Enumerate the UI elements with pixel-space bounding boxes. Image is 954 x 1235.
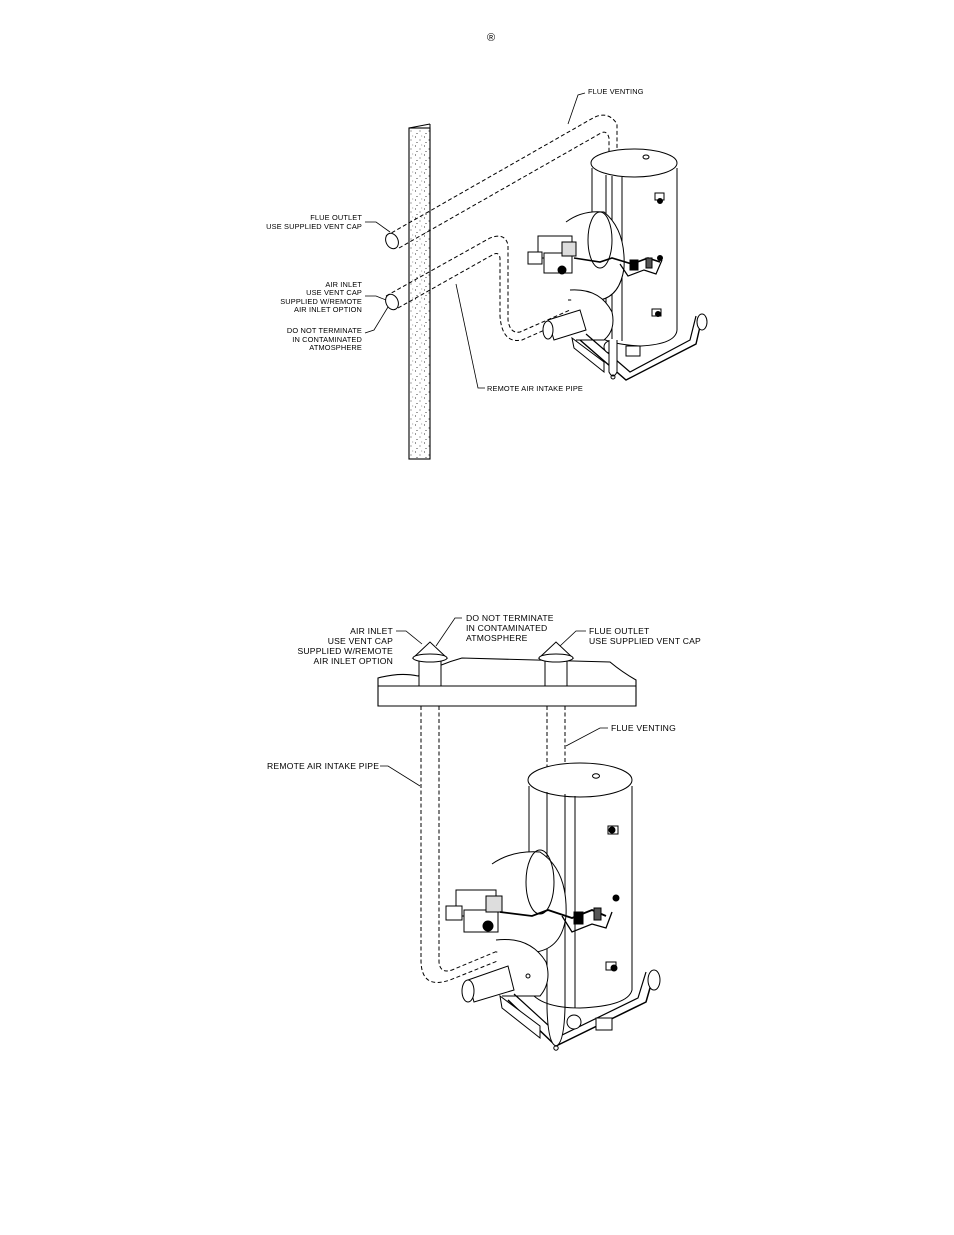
water-heater-unit (527, 148, 708, 381)
labels-top: FLUE VENTING FLUE OUTLET USE SUPPLIED VE… (266, 87, 644, 393)
remote-air-intake-pipe-vertical (420, 706, 501, 983)
flue-outlet-terminal (537, 641, 575, 687)
label-b-remote-air-intake: REMOTE AIR INTAKE PIPE (267, 761, 379, 771)
label-b-air-inlet-1: AIR INLET (350, 626, 393, 636)
label-air-inlet-4: AIR INLET OPTION (294, 305, 362, 314)
registered-mark: ® (487, 32, 495, 44)
label-air-inlet-2: USE VENT CAP (306, 288, 362, 297)
leader-lines-top (364, 92, 586, 389)
label-b-do-not-terminate-2: IN CONTAMINATED (466, 623, 547, 633)
flue-venting-pipe (385, 114, 618, 360)
label-b-do-not-terminate-3: ATMOSPHERE (466, 633, 528, 643)
label-b-air-inlet-4: AIR INLET OPTION (314, 656, 393, 666)
label-flue-venting: FLUE VENTING (588, 87, 644, 96)
label-b-air-inlet-2: USE VENT CAP (328, 636, 393, 646)
air-inlet-terminal (411, 641, 449, 687)
remote-air-intake-pipe (385, 235, 573, 341)
water-heater-unit-bottom (445, 762, 661, 1051)
sidewall-venting-figure (364, 92, 708, 460)
label-flue-outlet-2: USE SUPPLIED VENT CAP (266, 222, 362, 231)
label-do-not-terminate-1: DO NOT TERMINATE (287, 326, 362, 335)
air-inlet-cap (385, 293, 399, 311)
label-do-not-terminate-2: IN CONTAMINATED (292, 335, 362, 344)
label-b-flue-venting: FLUE VENTING (611, 723, 676, 733)
label-air-inlet-3: SUPPLIED W/REMOTE (280, 297, 362, 306)
labels-bottom: AIR INLET USE VENT CAP SUPPLIED W/REMOTE… (267, 613, 701, 771)
label-b-air-inlet-3: SUPPLIED W/REMOTE (297, 646, 393, 656)
label-flue-outlet-1: FLUE OUTLET (310, 213, 362, 222)
roof-slab (377, 657, 637, 707)
vertical-venting-figure (377, 617, 661, 1051)
label-b-flue-outlet-1: FLUE OUTLET (589, 626, 650, 636)
label-remote-air-intake: REMOTE AIR INTAKE PIPE (487, 384, 583, 393)
leader-lines-bottom (380, 617, 608, 787)
label-b-do-not-terminate-1: DO NOT TERMINATE (466, 613, 554, 623)
exterior-wall (408, 123, 431, 460)
flue-outlet-cap (385, 232, 399, 250)
label-do-not-terminate-3: ATMOSPHERE (309, 343, 362, 352)
label-air-inlet-1: AIR INLET (325, 280, 362, 289)
label-b-flue-outlet-2: USE SUPPLIED VENT CAP (589, 636, 701, 646)
